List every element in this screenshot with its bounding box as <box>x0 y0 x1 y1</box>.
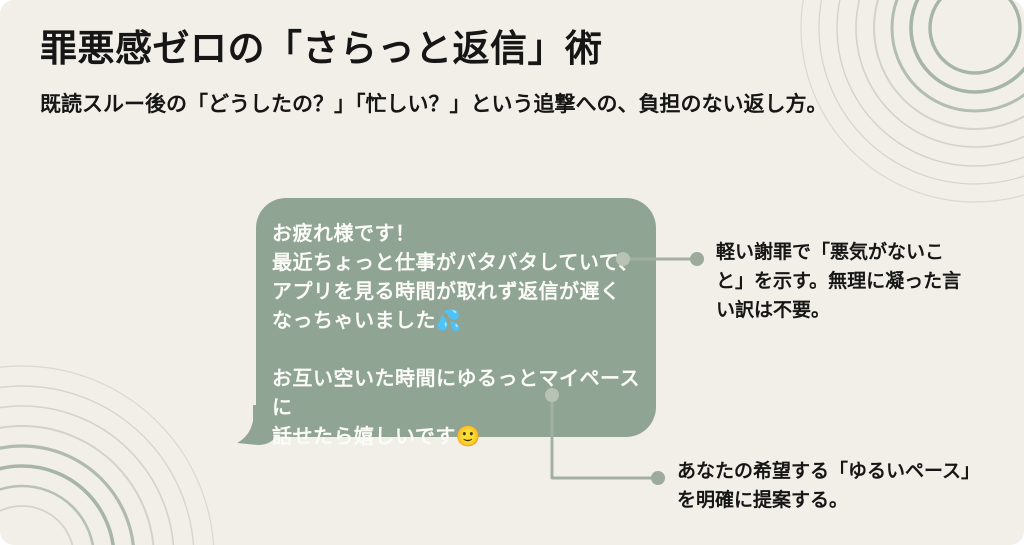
decorative-circles-top-right <box>800 0 1024 203</box>
chat-bubble: お疲れ様です！ 最近ちょっと仕事がバタバタしていて、 アプリを見る時間が取れず返… <box>237 198 656 448</box>
chat-bubble-tail-icon <box>237 405 274 445</box>
page-title: 罪悪感ゼロの「さらっと返信」術 <box>40 28 603 69</box>
decorative-circles-bottom-left <box>0 365 215 545</box>
annotation-apology-text: 軽い謝罪で「悪気がないこ と」を示す。無理に凝った言 い訳は不要。 <box>716 242 962 321</box>
page-subtitle: 既読スルー後の「どうしたの？」「忙しい？」という追撃への、負担のない返し方。 <box>40 93 828 116</box>
annotation-pace-text: あなたの希望する「ゆるいペース」 を明確に提案する。 <box>677 461 981 511</box>
chat-message-text: お疲れ様です！ 最近ちょっと仕事がバタバタしていて、 アプリを見る時間が取れず返… <box>272 223 640 448</box>
